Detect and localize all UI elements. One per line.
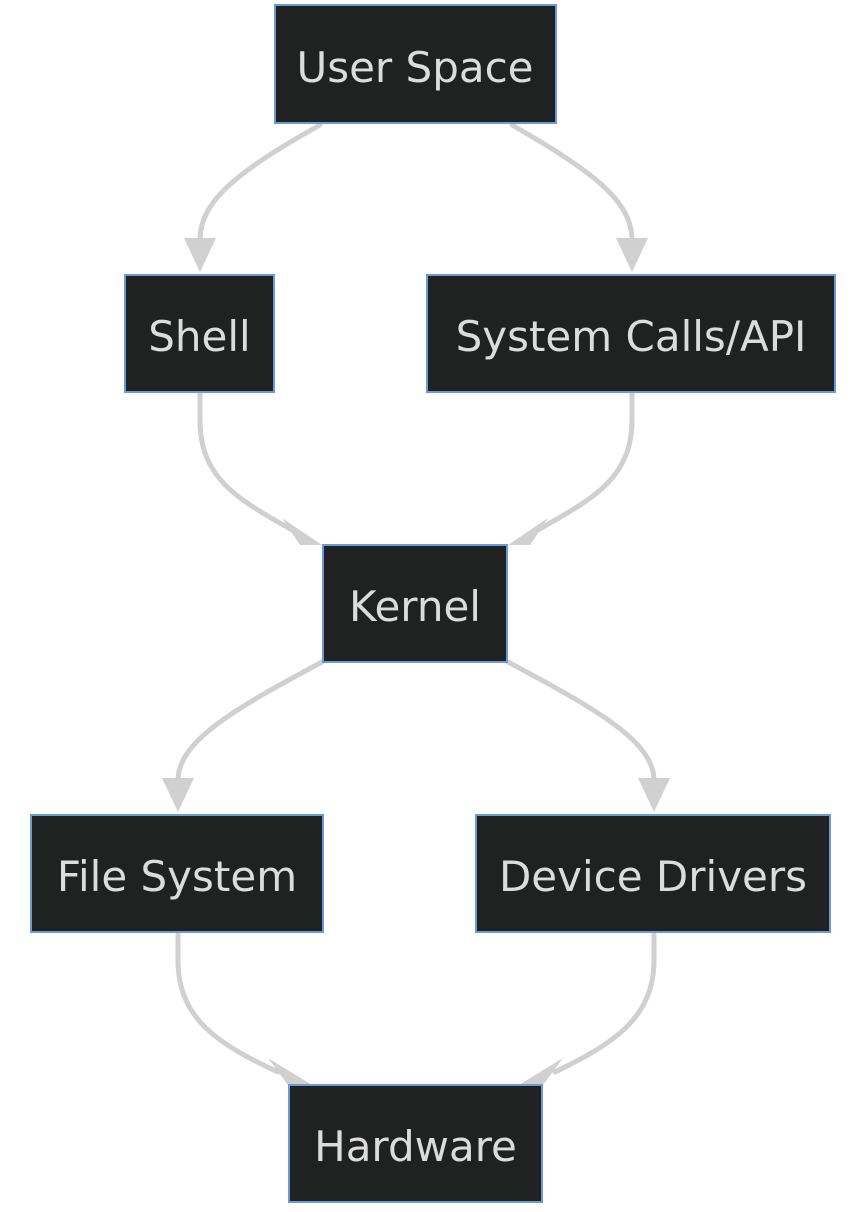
node-label-system-calls-api: System Calls/API: [456, 312, 807, 361]
node-label-kernel: Kernel: [349, 582, 481, 631]
node-user-space: User Space: [274, 4, 557, 124]
arrowhead-file-system: [162, 778, 194, 812]
node-system-calls-api: System Calls/API: [426, 274, 836, 393]
arrowhead-kernel-right: [508, 518, 548, 545]
edge-kernel-to-file-system: [175, 659, 325, 783]
node-label-file-system: File System: [57, 852, 297, 901]
edge-system-calls-to-kernel: [535, 390, 635, 533]
edges: [162, 122, 670, 1085]
node-kernel: Kernel: [322, 544, 508, 663]
node-label-shell: Shell: [148, 312, 250, 361]
node-label-user-space: User Space: [296, 43, 533, 92]
edge-user-space-to-shell: [197, 122, 323, 243]
edge-user-space-to-system-calls: [509, 122, 635, 243]
edge-device-drivers-to-hardware: [552, 930, 657, 1075]
arrowhead-system-calls: [616, 238, 648, 272]
arrowhead-shell: [184, 238, 216, 272]
arrowhead-hardware-right: [519, 1058, 563, 1085]
node-label-device-drivers: Device Drivers: [499, 852, 807, 901]
arrowhead-hardware-left: [268, 1058, 312, 1085]
node-file-system: File System: [30, 814, 324, 933]
edge-file-system-to-hardware: [175, 930, 281, 1075]
node-label-hardware: Hardware: [314, 1122, 517, 1171]
edge-kernel-to-device-drivers: [505, 659, 657, 783]
node-device-drivers: Device Drivers: [475, 814, 831, 933]
node-shell: Shell: [124, 274, 275, 393]
node-hardware: Hardware: [288, 1084, 543, 1203]
arrowhead-kernel-left: [282, 518, 322, 545]
edge-shell-to-kernel: [197, 390, 295, 533]
arrowhead-device-drivers: [638, 778, 670, 812]
